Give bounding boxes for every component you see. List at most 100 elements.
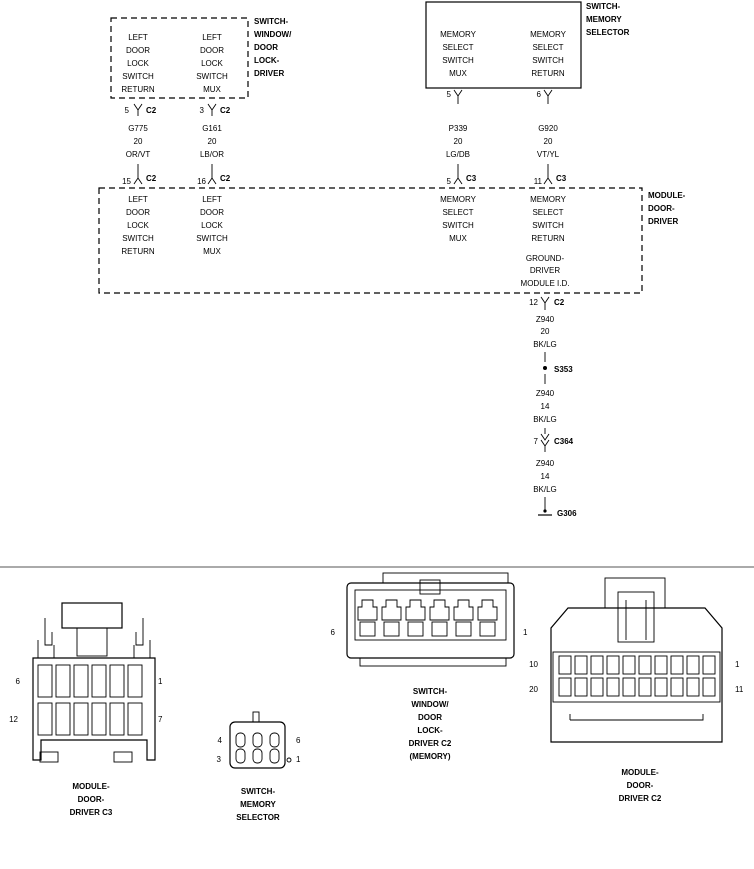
mdc2-cavity	[686, 677, 700, 697]
selector-pin1-marker	[286, 757, 292, 763]
ms-pin2-label-1: MEMORY	[530, 30, 567, 39]
mdc2-cavity	[670, 677, 684, 697]
swc2-inner	[354, 589, 507, 641]
mdc2-body	[550, 607, 723, 743]
swc2-cavity-slot	[431, 621, 448, 637]
md-pin3-label-2: SELECT	[442, 208, 473, 217]
selector-pin-br: 1	[296, 755, 301, 764]
md-pin4-label-1: MEMORY	[530, 195, 567, 204]
selector-cavity	[269, 748, 280, 764]
md-pin3-label-1: MEMORY	[440, 195, 477, 204]
wire4-bottom-pin: 11	[534, 177, 543, 186]
c3-cavity	[109, 702, 125, 736]
ground-circuit3-color: BK/LG	[533, 485, 557, 494]
switch-window-title-5: DRIVER	[254, 69, 284, 78]
sw-pin1-label-2: DOOR	[126, 46, 150, 55]
wire1-circuit: G775	[128, 124, 148, 133]
mdc2-cavity	[574, 655, 588, 675]
c3-label-2: DOOR-	[78, 795, 105, 804]
wire1-top-connector-symbol	[133, 103, 143, 116]
switch-window-box	[110, 17, 249, 99]
ground-circuit3-id: Z940	[536, 459, 555, 468]
swc2-label-2: WINDOW/	[411, 700, 449, 709]
wire2-top-pin: 3	[200, 106, 205, 115]
mdc2-pin-bl: 20	[529, 685, 538, 694]
sw-pin2-label-5: MUX	[203, 85, 221, 94]
ground-pin: 12	[529, 298, 538, 307]
splice-dot	[543, 366, 547, 370]
selector-latch	[252, 711, 260, 723]
swc2-cavity	[357, 599, 378, 621]
md-pin4-label-2: SELECT	[532, 208, 563, 217]
mdc2-label-1: MODULE-	[621, 768, 659, 777]
c3-cavity	[73, 702, 89, 736]
module-title-2: DOOR-	[648, 204, 675, 213]
mdc2-cavity-frame	[552, 651, 721, 703]
selector-pin-tr: 6	[296, 736, 301, 745]
wire3-top-pin: 5	[447, 90, 452, 99]
selector-cavities	[235, 732, 280, 764]
c3-cavity	[127, 664, 143, 698]
selector-pin-bl: 3	[217, 755, 222, 764]
wire4-top-pin: 6	[537, 90, 542, 99]
ground-circuit3-gauge: 14	[541, 472, 550, 481]
c3-cavity	[55, 702, 71, 736]
memory-selector-title-3: SELECTOR	[586, 28, 630, 37]
md-pin1-label-2: DOOR	[126, 208, 150, 217]
selector-label-3: SELECTOR	[236, 813, 280, 822]
c3-cavity	[91, 702, 107, 736]
c3-key-left	[39, 751, 59, 763]
inline-connector-symbol	[540, 428, 550, 452]
md-pin2-label-4: SWITCH	[196, 234, 228, 243]
md-pin4-label-4: RETURN	[531, 234, 565, 243]
md-pin1-label-4: SWITCH	[122, 234, 154, 243]
ms-pin2-label-3: SWITCH	[532, 56, 564, 65]
splice-label: S353	[554, 365, 573, 374]
mdc2-cavity	[638, 655, 652, 675]
wire2-circuit: G161	[202, 124, 222, 133]
mdc2-pin-tl: 10	[529, 660, 538, 669]
md-pin3-label-4: MUX	[449, 234, 467, 243]
switch-memory-selector: SWITCH- MEMORY SELECTOR MEMORY SELECT SW…	[425, 1, 630, 89]
sw-pin2-label-2: DOOR	[200, 46, 224, 55]
bottom-connector-symbols	[133, 164, 553, 185]
ms-pin1-label-2: SELECT	[442, 43, 473, 52]
ground-path: 12 C2 Z940 20 BK/LG S353 Z940 14 BK/LG 7…	[529, 296, 577, 518]
md-pin2-label-5: MUX	[203, 247, 221, 256]
mdc2-label-2: DOOR-	[627, 781, 654, 790]
ground-circuit2-gauge: 14	[541, 402, 550, 411]
md-pin3-label-3: SWITCH	[442, 221, 474, 230]
sw-pin2-label-4: SWITCH	[196, 72, 228, 81]
c3-pin-tr: 1	[158, 677, 163, 686]
c3-pin-br: 7	[158, 715, 163, 724]
swc2-label-6: (MEMORY)	[409, 752, 450, 761]
wire1-bottom-pin: 15	[122, 177, 131, 186]
memory-selector-title-1: SWITCH-	[586, 2, 621, 11]
module-door-driver-box	[98, 187, 643, 294]
swc2-cavity	[477, 599, 498, 621]
ground-point-dot	[543, 509, 547, 513]
ground-conn: C2	[554, 298, 565, 307]
ground-label: G306	[557, 509, 577, 518]
wire1-top-conn: C2	[146, 106, 157, 115]
mdc2-cavity	[590, 677, 604, 697]
module-title-1: MODULE-	[648, 191, 686, 200]
switch-window-door-lock-driver: SWITCH- WINDOW/ DOOR LOCK- DRIVER LEFT D…	[110, 17, 292, 99]
mdc2-cavity	[606, 655, 620, 675]
swc2-pin-left: 6	[331, 628, 336, 637]
c3-label-3: DRIVER C3	[70, 808, 113, 817]
wire4-color: VT/YL	[537, 150, 560, 159]
c3-cavity	[73, 664, 89, 698]
wire3-color: LG/DB	[446, 150, 470, 159]
c3-body	[32, 657, 156, 761]
switch-window-title-4: LOCK-	[254, 56, 280, 65]
ms-pin1-label-3: SWITCH	[442, 56, 474, 65]
swc2-label-3: DOOR	[418, 713, 442, 722]
mdc2-cavity	[702, 677, 716, 697]
c3-cavity	[37, 702, 53, 736]
sw-pin2-label-3: LOCK	[201, 59, 223, 68]
md-pin1-label-5: RETURN	[121, 247, 155, 256]
wire2-bottom-conn: C2	[220, 174, 231, 183]
wire1-color: OR/VT	[126, 150, 151, 159]
